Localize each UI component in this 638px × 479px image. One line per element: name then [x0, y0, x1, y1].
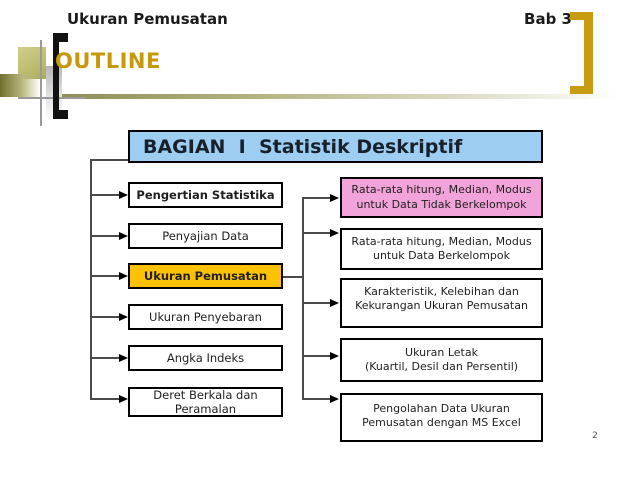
node-label: untuk Data Tidak Berkelompok: [356, 197, 527, 211]
arrowhead-icon: [119, 313, 128, 321]
node-rata-rata-tidak-berkelompok: Rata-rata hitung, Median, Modus untuk Da…: [340, 177, 543, 218]
arrowhead-icon: [119, 354, 128, 362]
olive-wedge-decoration: [0, 74, 40, 97]
node-label: Penyajian Data: [162, 228, 249, 243]
connector-line: [90, 159, 92, 400]
node-angka-indeks: Angka Indeks: [128, 345, 283, 371]
connector-line: [302, 302, 330, 304]
node-label: Ukuran Letak: [405, 345, 478, 359]
node-label: Pengertian Statistika: [136, 187, 275, 202]
connector-line: [302, 398, 330, 400]
node-label: Ukuran Penyebaran: [149, 309, 262, 324]
node-label: Kekurangan Ukuran Pemusatan: [355, 299, 528, 313]
course-title: Ukuran Pemusatan: [67, 10, 228, 28]
arrowhead-icon: [119, 191, 128, 199]
connector-line: [302, 355, 330, 357]
arrowhead-icon: [119, 395, 128, 403]
slide-title: OUTLINE: [55, 49, 161, 73]
page-number: 2: [592, 431, 598, 441]
node-pengolahan-ms-excel: Pengolahan Data Ukuran Pemusatan dengan …: [340, 393, 543, 442]
node-rata-rata-berkelompok: Rata-rata hitung, Median, Modus untuk Da…: [340, 228, 543, 270]
chapter-label: Bab 3: [524, 10, 572, 28]
connector-line: [302, 197, 330, 199]
node-pengertian-statistika: Pengertian Statistika: [128, 182, 283, 208]
section-header: BAGIAN I Statistik Deskriptif: [128, 130, 543, 163]
connector-line: [90, 398, 120, 400]
crosshair-horizontal-line: [18, 97, 86, 99]
connector-line: [302, 198, 304, 400]
node-label: Pengolahan Data Ukuran: [373, 402, 510, 415]
node-label: Peramalan: [174, 402, 237, 416]
arrowhead-icon: [119, 232, 128, 240]
node-label: Ukuran Pemusatan: [143, 268, 268, 283]
crosshair-vertical-line: [40, 40, 42, 126]
arrowhead-icon: [330, 194, 339, 202]
node-label: (Kuartil, Desil dan Persentil): [364, 360, 519, 373]
node-label: untuk Data Berkelompok: [372, 249, 511, 262]
connector-line: [90, 275, 120, 277]
node-karakteristik: Karakteristik, Kelebihan dan Kekurangan …: [340, 278, 543, 328]
connector-line: [90, 159, 128, 161]
connector-line: [90, 316, 120, 318]
node-label: Rata-rata hitung, Median, Modus: [351, 234, 532, 248]
arrowhead-icon: [330, 352, 339, 360]
connector-line: [90, 357, 120, 359]
node-ukuran-penyebaran: Ukuran Penyebaran: [128, 304, 283, 330]
connector-line: [90, 194, 120, 196]
node-label: Pemusatan dengan MS Excel: [362, 416, 521, 430]
right-bracket-decoration: [570, 12, 593, 94]
title-divider-line: [58, 94, 620, 99]
connector-line: [302, 232, 330, 234]
node-deret-berkala: Deret Berkala dan Peramalan: [128, 387, 283, 417]
node-penyajian-data: Penyajian Data: [128, 223, 283, 249]
node-label: Angka Indeks: [166, 350, 245, 365]
node-ukuran-pemusatan: Ukuran Pemusatan: [128, 263, 283, 289]
node-ukuran-letak: Ukuran Letak (Kuartil, Desil dan Persent…: [340, 338, 543, 382]
node-label: Rata-rata hitung, Median, Modus: [351, 183, 532, 197]
left-bracket-decoration: [53, 33, 68, 119]
connector-line: [90, 235, 120, 237]
node-label: Karakteristik, Kelebihan dan: [364, 285, 519, 298]
connector-line: [283, 276, 302, 278]
arrowhead-icon: [330, 299, 339, 307]
arrowhead-icon: [330, 395, 339, 403]
arrowhead-icon: [330, 229, 339, 237]
node-label: Deret Berkala dan: [153, 387, 258, 402]
arrowhead-icon: [119, 272, 128, 280]
